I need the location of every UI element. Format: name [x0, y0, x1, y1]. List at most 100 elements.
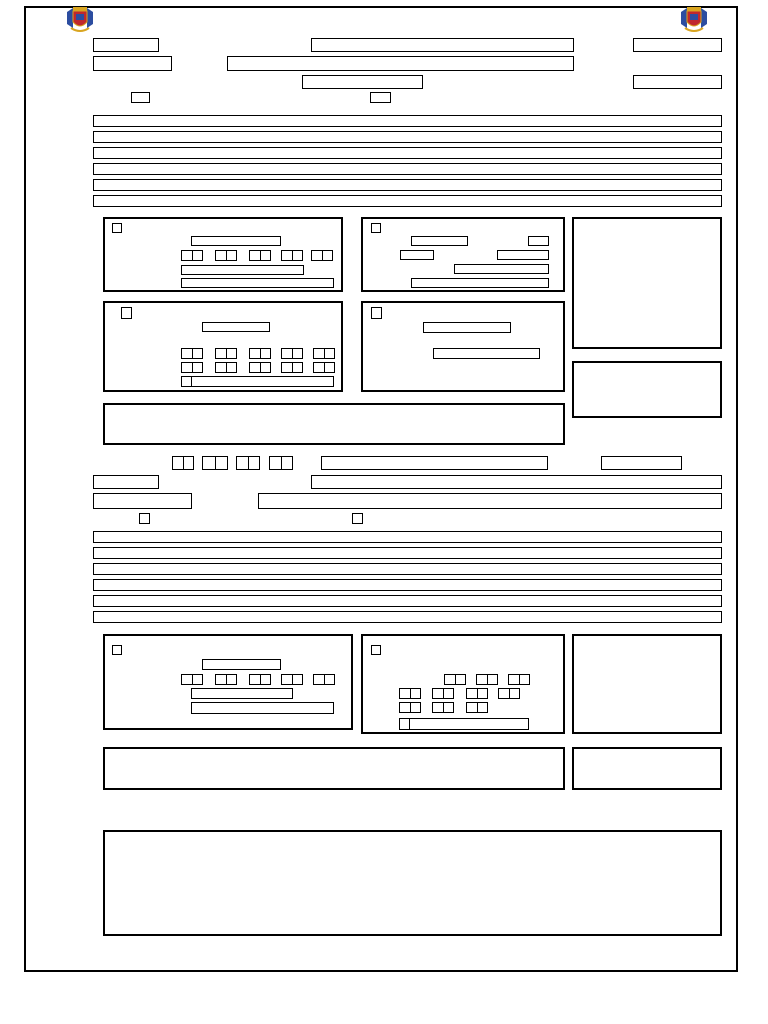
middle-field-1[interactable] [321, 456, 548, 470]
panel-checkbox[interactable] [121, 307, 132, 319]
header-field-3[interactable] [633, 38, 722, 52]
line-field[interactable] [93, 147, 722, 159]
header-field-6[interactable] [302, 75, 423, 89]
photo-box-1 [572, 217, 722, 349]
digit-pair[interactable] [498, 688, 520, 699]
panel-checkbox[interactable] [112, 223, 122, 233]
panel-field[interactable] [181, 265, 304, 275]
digit-pair[interactable] [313, 362, 335, 373]
line-field[interactable] [93, 115, 722, 127]
notes-box-1[interactable] [103, 403, 565, 445]
line-field[interactable] [93, 563, 722, 575]
middle-field-2[interactable] [601, 456, 682, 470]
stamp-box-2 [572, 747, 722, 790]
panel-checkbox[interactable] [371, 223, 381, 233]
digit-pair[interactable] [181, 250, 203, 261]
panel-field[interactable] [202, 659, 281, 670]
digit-pair[interactable] [311, 250, 333, 261]
middle-checkbox-2[interactable] [352, 513, 363, 524]
digit-pair[interactable] [236, 456, 260, 470]
panel-field[interactable] [497, 250, 549, 260]
photo-box-2 [572, 634, 722, 734]
digit-pair[interactable] [249, 674, 271, 685]
line-field[interactable] [93, 163, 722, 175]
panel-field[interactable] [181, 278, 334, 288]
panel-field[interactable] [528, 236, 549, 246]
digit-pair[interactable] [399, 688, 421, 699]
header-checkbox-2[interactable] [370, 92, 391, 103]
panel-b1 [361, 217, 565, 292]
line-field[interactable] [93, 131, 722, 143]
digit-pair[interactable] [181, 674, 203, 685]
digit-pair[interactable] [466, 702, 488, 713]
remarks-box[interactable] [103, 830, 722, 936]
digit-pair[interactable] [281, 348, 303, 359]
panel-checkbox[interactable] [371, 645, 381, 655]
digit-pair[interactable] [215, 674, 237, 685]
panel-field[interactable] [399, 718, 529, 730]
header-field-7[interactable] [633, 75, 722, 89]
panel-checkbox[interactable] [371, 307, 382, 319]
digit-pair[interactable] [281, 362, 303, 373]
panel-a3 [103, 634, 353, 730]
line-field[interactable] [93, 195, 722, 207]
panel-field[interactable] [400, 250, 434, 260]
panel-b3 [361, 634, 565, 734]
panel-field[interactable] [411, 278, 549, 288]
line-field[interactable] [93, 179, 722, 191]
panel-field[interactable] [181, 376, 334, 387]
line-field[interactable] [93, 611, 722, 623]
panel-a1 [103, 217, 343, 292]
panel-field[interactable] [191, 236, 281, 246]
line-field[interactable] [93, 531, 722, 543]
digit-pair[interactable] [181, 362, 203, 373]
left-coat-of-arms-icon [67, 7, 93, 32]
panel-field[interactable] [202, 322, 270, 332]
digit-pair[interactable] [215, 348, 237, 359]
digit-pair[interactable] [432, 702, 454, 713]
digit-pair[interactable] [215, 362, 237, 373]
panel-field[interactable] [423, 322, 511, 333]
stamp-box-1 [572, 361, 722, 418]
digit-pair[interactable] [399, 702, 421, 713]
middle-field-6[interactable] [258, 493, 722, 509]
digit-pair[interactable] [444, 674, 466, 685]
digit-pair[interactable] [313, 348, 335, 359]
digit-pair[interactable] [172, 456, 194, 470]
panel-field[interactable] [191, 702, 334, 714]
digit-pair[interactable] [202, 456, 228, 470]
digit-pair[interactable] [313, 674, 335, 685]
panel-field[interactable] [433, 348, 540, 359]
header-field-4[interactable] [93, 56, 172, 71]
digit-pair[interactable] [269, 456, 293, 470]
notes-box-2[interactable] [103, 747, 565, 790]
digit-pair[interactable] [249, 250, 271, 261]
line-field[interactable] [93, 579, 722, 591]
digit-pair[interactable] [476, 674, 498, 685]
digit-pair[interactable] [215, 250, 237, 261]
right-coat-of-arms-icon [681, 7, 707, 32]
line-field[interactable] [93, 595, 722, 607]
header-field-1[interactable] [93, 38, 159, 52]
digit-pair[interactable] [249, 362, 271, 373]
digit-pair[interactable] [281, 250, 303, 261]
panel-b2 [361, 301, 565, 392]
digit-pair[interactable] [181, 348, 203, 359]
middle-checkbox-1[interactable] [139, 513, 150, 524]
header-field-5[interactable] [227, 56, 574, 71]
line-field[interactable] [93, 547, 722, 559]
middle-field-5[interactable] [93, 493, 192, 509]
middle-field-3[interactable] [93, 475, 159, 489]
panel-field[interactable] [411, 236, 468, 246]
digit-pair[interactable] [432, 688, 454, 699]
panel-checkbox[interactable] [112, 645, 122, 655]
digit-pair[interactable] [281, 674, 303, 685]
digit-pair[interactable] [249, 348, 271, 359]
header-field-2[interactable] [311, 38, 574, 52]
digit-pair[interactable] [508, 674, 530, 685]
panel-field[interactable] [191, 688, 293, 699]
header-checkbox-1[interactable] [131, 92, 150, 103]
middle-field-4[interactable] [311, 475, 722, 489]
panel-field[interactable] [454, 264, 549, 274]
digit-pair[interactable] [466, 688, 488, 699]
